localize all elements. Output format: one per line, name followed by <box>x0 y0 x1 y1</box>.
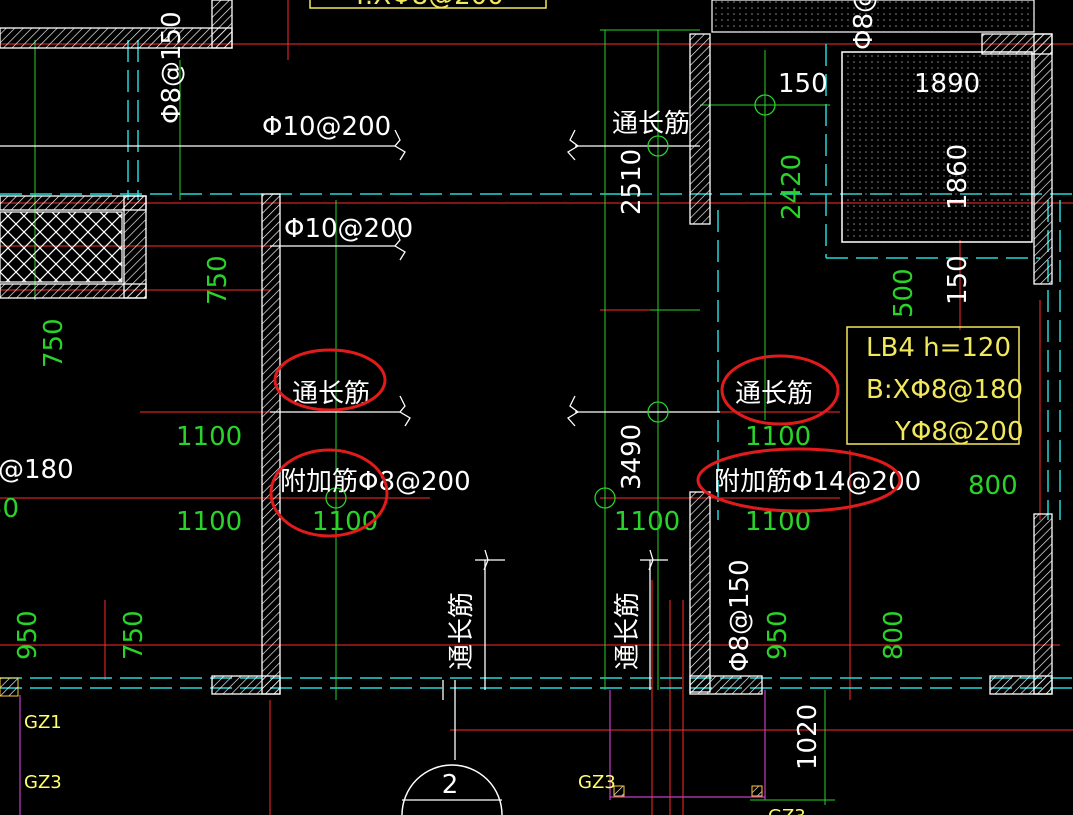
top-label-frame <box>309 0 547 9</box>
phi8-150-left-label: Φ8@150 <box>157 11 187 124</box>
tongchangjin-left-label: 通长筋 <box>292 379 370 409</box>
phi10-200-label-a: Φ10@200 <box>262 112 391 142</box>
shaft-opening <box>841 51 1033 243</box>
dim-500: 500 <box>889 268 919 318</box>
dim-150-top: 150 <box>778 69 828 99</box>
highlight-fujiajin-right <box>696 447 902 513</box>
dim-3490: 3490 <box>617 424 647 490</box>
tongchangjin-top-label: 通长筋 <box>612 109 690 139</box>
dim-2420: 2420 <box>777 154 807 220</box>
dim-50-partial: 50 <box>0 494 19 524</box>
phi10-200-label-b: Φ10@200 <box>284 214 413 244</box>
fujiajin-left-label: 附加筋Φ8@200 <box>280 467 471 497</box>
cyan-dashed-lines <box>0 40 1073 689</box>
column-gz3-left: GZ3 <box>24 772 62 793</box>
dim-1860: 1860 <box>943 144 973 210</box>
slab-line-2: B:XΦ8@180 <box>866 375 1023 405</box>
dim-1100-c: 1100 <box>312 507 378 537</box>
highlight-fujiajin-left <box>269 448 389 538</box>
dim-750-c: 750 <box>119 610 149 660</box>
top-label: Y:XΦ8@200 <box>351 0 504 11</box>
dim-800-b: 800 <box>879 610 909 660</box>
highlight-ellipses <box>269 348 902 538</box>
axis-label: 2 <box>442 770 459 800</box>
dim-1100-e: 1100 <box>745 422 811 452</box>
hatched-walls <box>0 0 1053 695</box>
purple-lines <box>19 690 766 815</box>
tongchangjin-right-label: 通长筋 <box>735 379 813 409</box>
phi8-180-partial-label: @180 <box>0 455 74 485</box>
dim-2510: 2510 <box>617 149 647 215</box>
dim-750-a: 750 <box>203 255 233 305</box>
window-crosshatch <box>0 211 123 283</box>
dim-150-mid: 150 <box>943 255 973 305</box>
slab-line-1: LB4 h=120 <box>866 333 1011 363</box>
highlight-tongchangjin-left <box>273 348 387 412</box>
dim-950-b: 950 <box>763 610 793 660</box>
column-gz3-bottom: GZ3 <box>768 806 806 815</box>
column-gz3-mid: GZ3 <box>578 772 616 793</box>
fujiajin-right-label: 附加筋Φ14@200 <box>714 467 921 497</box>
axis-bubble <box>401 764 503 815</box>
phi8-150-top-right-label: Φ8@150 <box>849 0 879 50</box>
dim-1100-d: 1100 <box>614 507 680 537</box>
tongchangjin-vertical-b-label: 通长筋 <box>613 592 643 670</box>
shaft-opening-top <box>711 0 1035 33</box>
column-gz1: GZ1 <box>24 712 62 733</box>
dim-750-b: 750 <box>39 318 69 368</box>
slab-line-3: YΦ8@200 <box>894 417 1024 447</box>
dim-1020: 1020 <box>793 704 823 770</box>
dim-1890: 1890 <box>914 69 980 99</box>
highlight-tongchangjin-right <box>720 354 840 426</box>
column-markers <box>0 677 763 797</box>
grid-bubbles <box>325 94 776 509</box>
dim-950-a: 950 <box>13 610 43 660</box>
dim-1100-a: 1100 <box>176 422 242 452</box>
phi8-150-bottom-label: Φ8@150 <box>725 559 755 672</box>
tongchangjin-vertical-a-label: 通长筋 <box>447 592 477 670</box>
dim-800-a: 800 <box>968 471 1018 501</box>
dim-1100-b: 1100 <box>176 507 242 537</box>
slab-info-box: LB4 h=120 B:XΦ8@180 YΦ8@200 <box>846 326 1024 447</box>
